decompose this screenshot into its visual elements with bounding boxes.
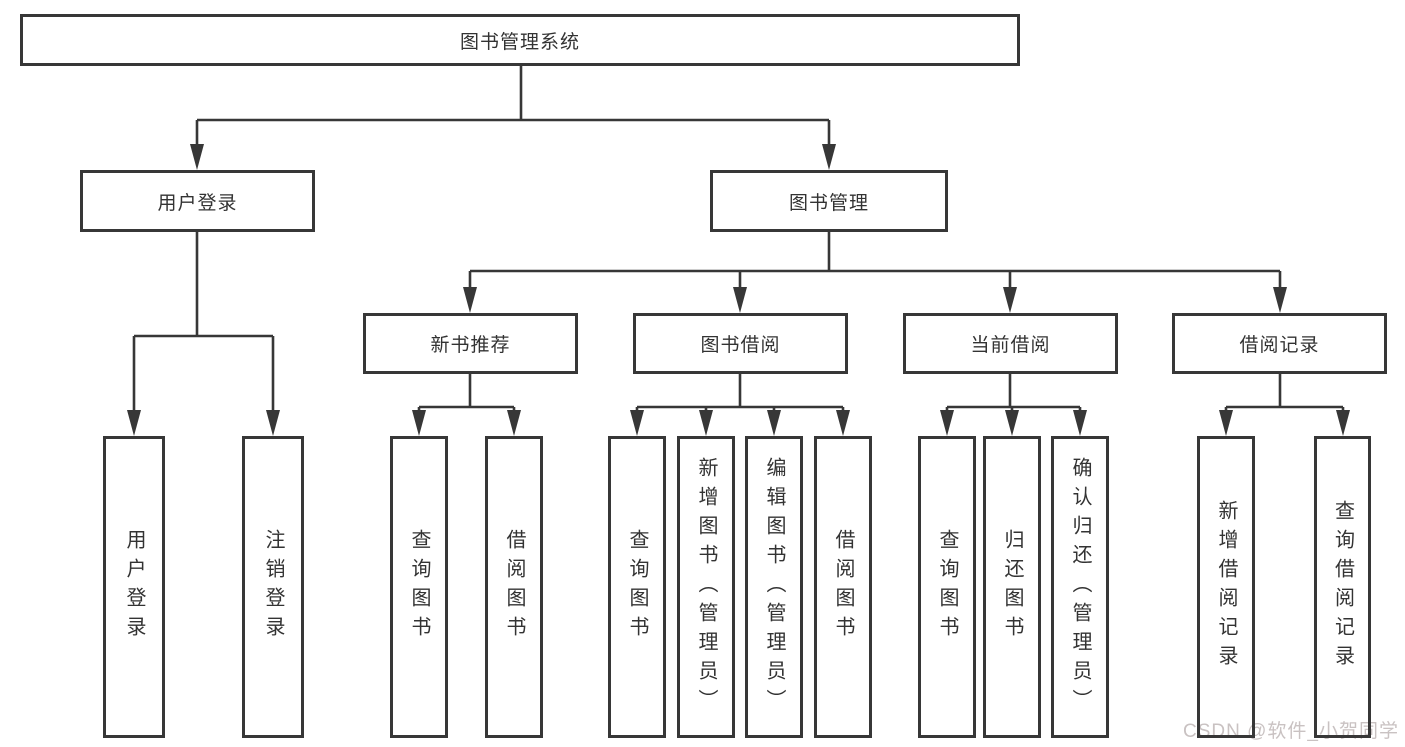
node-label: 当前借阅 [970,335,1051,356]
arrowhead-icon [699,410,713,436]
node-book-management: 图书管理 [710,170,948,232]
node-leaf-user-login: 用户登录 [103,436,165,738]
arrowhead-icon [412,410,426,436]
arrowhead-icon [767,410,781,436]
node-leaf-edit-books-admin: 编辑图书（管理员） [745,436,803,738]
node-leaf-query-books-1: 查询图书 [390,436,448,738]
arrowhead-icon [1336,410,1350,436]
arrowhead-icon [127,410,141,436]
arrowhead-icon [1219,410,1233,436]
node-leaf-add-borrow-record: 新增借阅记录 [1197,436,1255,738]
node-label: 新增图书（管理员） [695,456,717,718]
node-leaf-query-books-3: 查询图书 [918,436,976,738]
arrowhead-icon [822,144,836,170]
node-current-borrowing: 当前借阅 [903,313,1118,374]
node-label: 查询图书 [936,529,958,645]
node-label: 新增借阅记录 [1215,500,1237,674]
node-library-system: 图书管理系统 [20,14,1020,66]
node-label: 注销登录 [262,529,284,645]
node-label: 借阅记录 [1239,335,1320,356]
node-label: 查询图书 [408,529,430,645]
node-label: 查询图书 [626,529,648,645]
arrowhead-icon [1273,287,1287,313]
arrowhead-icon [507,410,521,436]
node-book-borrowing: 图书借阅 [633,313,848,374]
arrowhead-icon [190,144,204,170]
node-leaf-confirm-return: 确认归还（管理员） [1051,436,1109,738]
node-leaf-logout: 注销登录 [242,436,304,738]
node-label: 图书管理 [788,192,869,214]
node-label: 图书借阅 [700,335,781,356]
node-label: 用户登录 [157,192,238,214]
arrowhead-icon [266,410,280,436]
node-leaf-borrow-books-2: 借阅图书 [814,436,872,738]
node-label: 归还图书 [1001,529,1023,645]
node-label: 用户登录 [123,529,145,645]
arrowhead-icon [630,410,644,436]
arrowhead-icon [463,287,477,313]
node-leaf-return-books: 归还图书 [983,436,1041,738]
node-leaf-add-books-admin: 新增图书（管理员） [677,436,735,738]
node-label: 查询借阅记录 [1331,500,1354,674]
arrowhead-icon [733,287,747,313]
node-label: 新书推荐 [430,335,511,356]
node-label: 借阅图书 [832,529,854,645]
arrowhead-icon [1005,410,1019,436]
node-new-book-recommend: 新书推荐 [363,313,578,374]
node-label: 确认归还（管理员） [1069,456,1091,718]
node-leaf-query-books-2: 查询图书 [608,436,666,738]
node-label: 借阅图书 [503,529,525,645]
node-user-login: 用户登录 [80,170,315,232]
node-leaf-borrow-books-1: 借阅图书 [485,436,543,738]
arrowhead-icon [940,410,954,436]
arrowhead-icon [1073,410,1087,436]
node-leaf-query-borrow-record: 查询借阅记录 [1314,436,1371,738]
arrowhead-icon [1003,287,1017,313]
arrowhead-icon [836,410,850,436]
node-borrowing-records: 借阅记录 [1172,313,1387,374]
node-label: 图书管理系统 [459,31,580,53]
node-label: 编辑图书（管理员） [763,456,785,718]
